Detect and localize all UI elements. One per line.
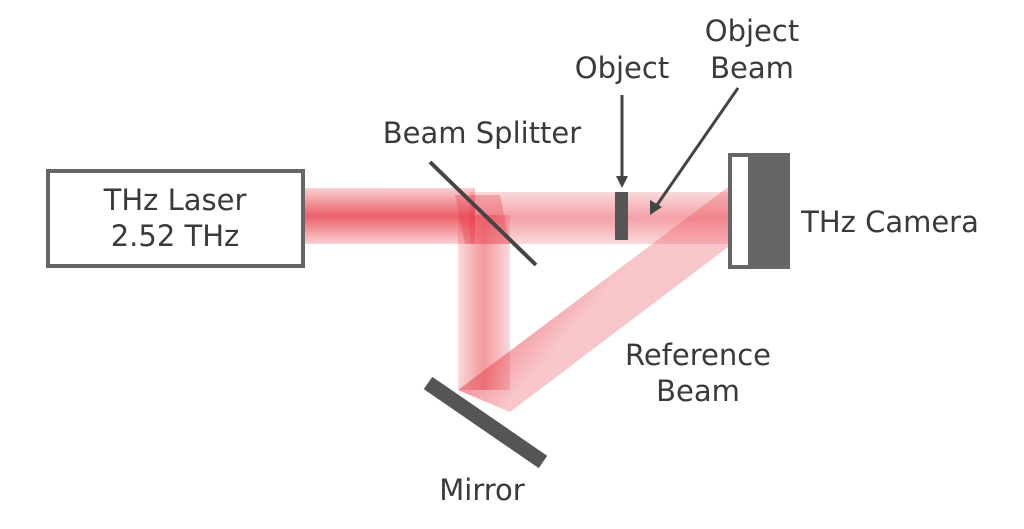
- mirror-label: Mirror: [439, 473, 525, 507]
- mirror: [423, 376, 548, 469]
- object-pointer-arrowhead: [616, 176, 628, 188]
- thz-camera-label: THz Camera: [800, 205, 979, 239]
- beam-overlap-highlight: [455, 195, 510, 244]
- object-label: Object: [575, 51, 669, 85]
- object-beam-label-line2: Beam: [710, 51, 794, 85]
- object-beam-pointer-arrow: [655, 87, 740, 206]
- beam-splitter: [428, 160, 538, 267]
- reference-beam-label-line1: Reference: [625, 338, 771, 372]
- object: [615, 192, 628, 240]
- laser-frequency: 2.52 THz: [111, 219, 240, 253]
- beam-splitter-label: Beam Splitter: [383, 116, 581, 150]
- reference-beam: [458, 187, 728, 412]
- laser-label: THz Laser: [103, 183, 247, 217]
- reference-beam-label-line2: Beam: [656, 374, 740, 408]
- thz-laser-box: [46, 169, 305, 268]
- thz-camera-body: [748, 153, 790, 269]
- thz-camera-sensor: [728, 153, 752, 269]
- object-beam-pointer-arrowhead: [650, 200, 662, 215]
- laser-beam: [305, 188, 475, 244]
- object-beam-label-line1: Object: [705, 14, 799, 48]
